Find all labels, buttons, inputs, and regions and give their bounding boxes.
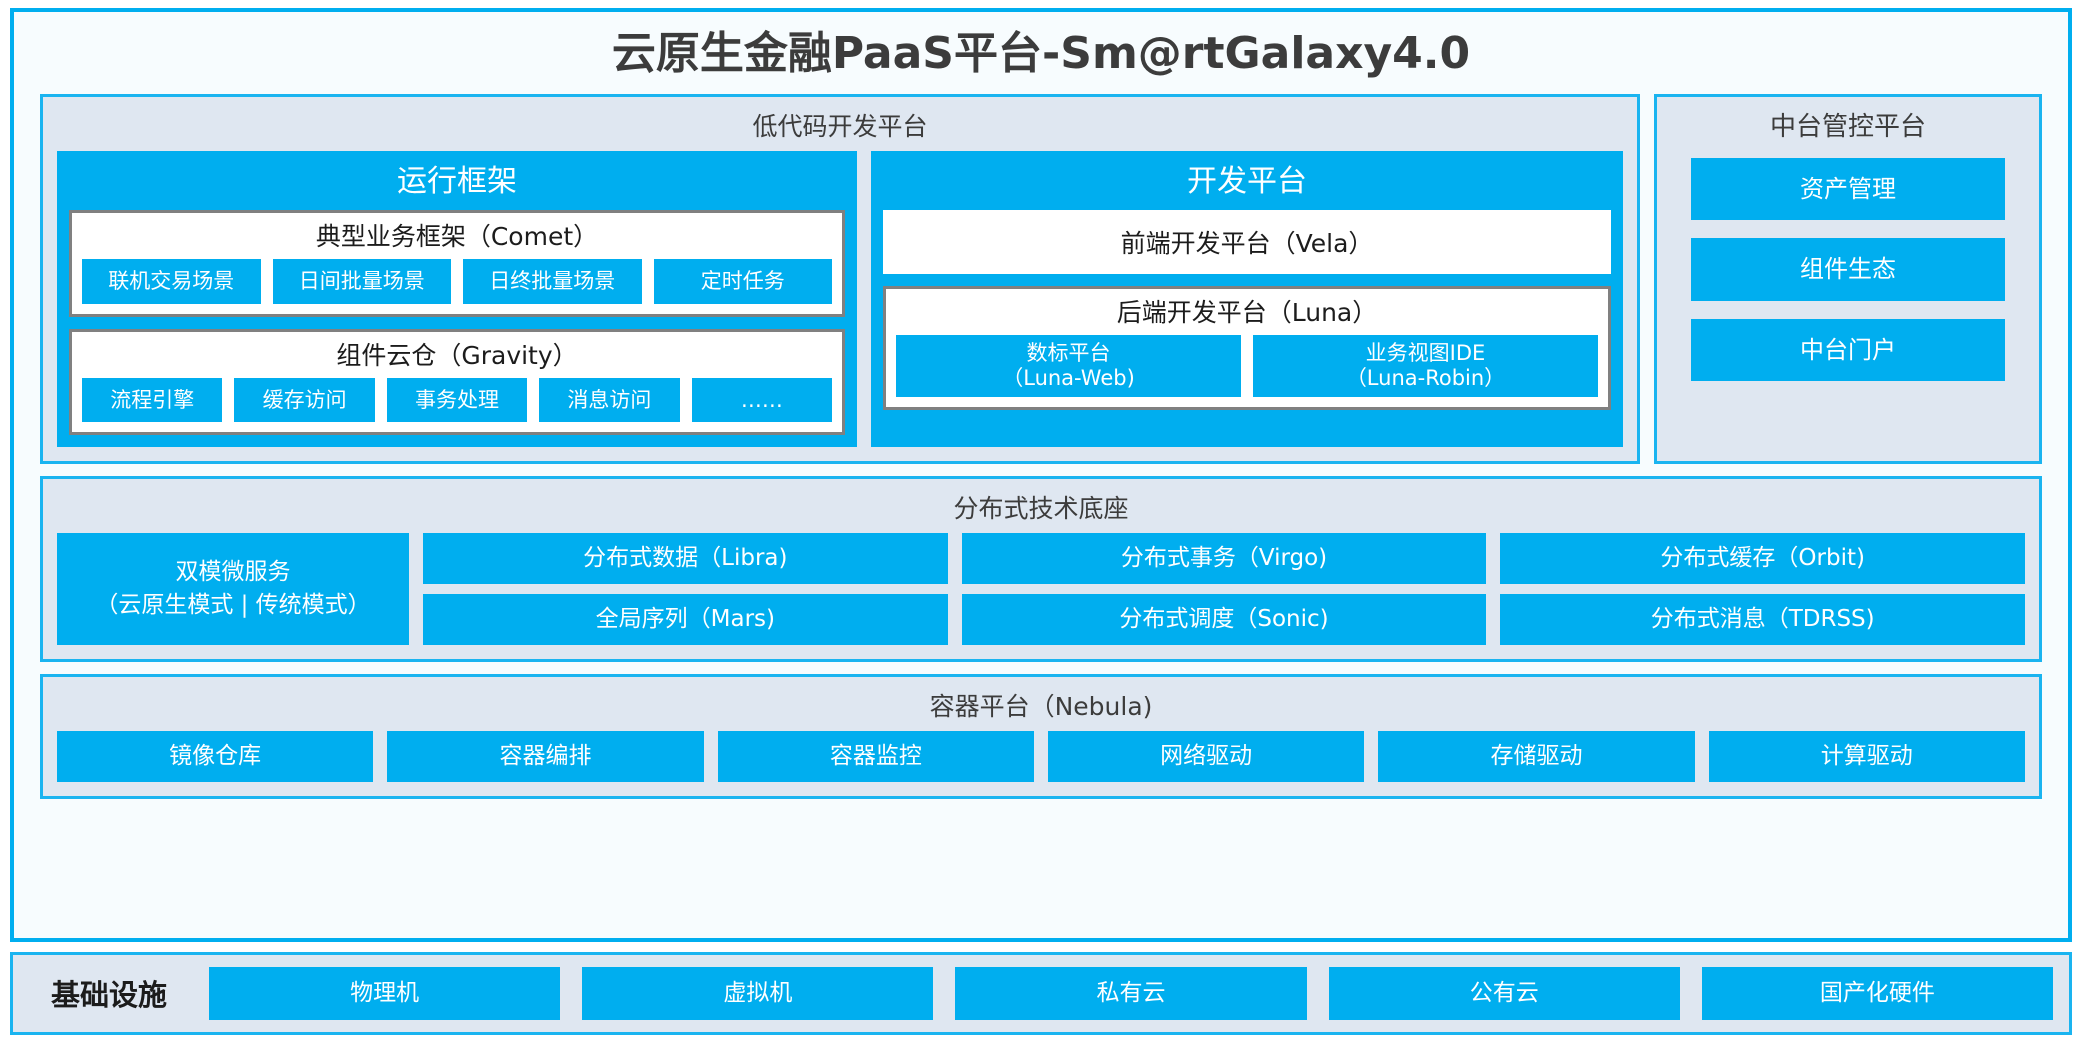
container-platform-row: 镜像仓库 容器编排 容器监控 网络驱动 存储驱动 计算驱动: [57, 730, 2025, 783]
container-platform-panel: 容器平台（Nebula) 镜像仓库 容器编排 容器监控 网络驱动 存储驱动 计算…: [40, 674, 2042, 800]
container-item-storage-driver[interactable]: 存储驱动: [1378, 730, 1695, 783]
gravity-chip-row: 流程引擎 缓存访问 事务处理 消息访问 ……: [82, 378, 833, 423]
frontend-platform-box[interactable]: 前端开发平台（Vela）: [883, 209, 1611, 274]
comet-chip-row: 联机交易场景 日间批量场景 日终批量场景 定时任务: [82, 259, 832, 304]
backend-item-name: 业务视图IDE: [1365, 341, 1486, 366]
container-platform-title: 容器平台（Nebula): [929, 692, 1153, 722]
container-item-monitoring[interactable]: 容器监控: [717, 730, 1034, 783]
backend-chip-row: 数标平台 （Luna-Web) 业务视图IDE （Luna-Robin）: [896, 335, 1598, 397]
lowcode-platform-panel: 低代码开发平台 运行框架 典型业务框架（Comet） 联机交易场景 日间批量场景…: [40, 94, 1640, 465]
mgmt-platform-list: 资产管理 组件生态 中台门户: [1671, 157, 2025, 382]
distributed-foundation-panel: 分布式技术底座 双模微服务 （云原生模式 | 传统模式） 分布式数据（Libra…: [40, 476, 2042, 663]
runtime-framework-title: 运行框架: [397, 163, 517, 199]
runtime-framework-card: 运行框架 典型业务框架（Comet） 联机交易场景 日间批量场景 日终批量场景 …: [57, 150, 857, 448]
distributed-cell-virgo[interactable]: 分布式事务（Virgo): [961, 532, 1487, 584]
mgmt-item-portal[interactable]: 中台门户: [1691, 318, 2005, 382]
gravity-item[interactable]: 事务处理: [386, 378, 528, 423]
comet-item[interactable]: 日间批量场景: [272, 259, 451, 304]
infra-item-public-cloud[interactable]: 公有云: [1328, 966, 1680, 1020]
backend-item-luna-web[interactable]: 数标平台 （Luna-Web): [896, 335, 1241, 397]
distributed-cell-libra[interactable]: 分布式数据（Libra): [423, 532, 948, 584]
distributed-foundation-body: 双模微服务 （云原生模式 | 传统模式） 分布式数据（Libra) 全局序列（M…: [57, 532, 2026, 646]
infrastructure-panel: 基础设施 物理机 虚拟机 私有云 公有云 国产化硬件: [10, 951, 2072, 1035]
container-item-orchestration[interactable]: 容器编排: [387, 730, 704, 783]
container-item-compute-driver[interactable]: 计算驱动: [1708, 730, 2025, 783]
backend-item-code: （Luna-Robin）: [1345, 365, 1506, 390]
backend-platform-title: 后端开发平台（Luna）: [1116, 297, 1378, 327]
main-frame: 云原生金融PaaS平台-Sm@rtGalaxy4.0 低代码开发平台 运行框架 …: [10, 8, 2072, 942]
distributed-column-1: 分布式数据（Libra) 全局序列（Mars): [423, 532, 948, 646]
gravity-item[interactable]: 消息访问: [539, 378, 680, 423]
comet-box: 典型业务框架（Comet） 联机交易场景 日间批量场景 日终批量场景 定时任务: [69, 209, 845, 317]
container-item-registry[interactable]: 镜像仓库: [57, 730, 374, 783]
mgmt-item-component[interactable]: 组件生态: [1691, 238, 2005, 301]
comet-item[interactable]: 日终批量场景: [463, 259, 642, 304]
mgmt-platform-title: 中台管控平台: [1769, 112, 1926, 143]
lowcode-platform-title: 低代码开发平台: [752, 112, 928, 142]
comet-item[interactable]: 定时任务: [653, 259, 832, 304]
distributed-cell-orbit[interactable]: 分布式缓存（Orbit): [1500, 532, 2026, 584]
development-platform-title: 开发平台: [1187, 163, 1307, 199]
backend-platform-box: 后端开发平台（Luna） 数标平台 （Luna-Web) 业务视图IDE （Lu…: [883, 285, 1611, 410]
infra-item-domestic-hardware[interactable]: 国产化硬件: [1701, 966, 2054, 1020]
distributed-column-3: 分布式缓存（Orbit) 分布式消息（TDRSS): [1500, 532, 2026, 646]
infra-item-private-cloud[interactable]: 私有云: [955, 966, 1307, 1020]
container-item-network-driver[interactable]: 网络驱动: [1047, 730, 1365, 783]
gravity-title: 组件云仓（Gravity）: [336, 340, 578, 370]
mgmt-platform-panel: 中台管控平台 资产管理 组件生态 中台门户: [1654, 94, 2042, 465]
top-region: 低代码开发平台 运行框架 典型业务框架（Comet） 联机交易场景 日间批量场景…: [40, 94, 2042, 465]
backend-item-luna-robin[interactable]: 业务视图IDE （Luna-Robin）: [1253, 335, 1598, 397]
microservice-column: 双模微服务 （云原生模式 | 传统模式）: [57, 532, 409, 646]
backend-item-name: 数标平台: [1026, 341, 1111, 366]
microservice-line2: （云原生模式 | 传统模式）: [95, 591, 371, 618]
comet-item[interactable]: 联机交易场景: [82, 259, 261, 304]
gravity-item[interactable]: 流程引擎: [82, 378, 223, 423]
gravity-item[interactable]: 缓存访问: [234, 378, 375, 423]
infrastructure-label: 基础设施: [51, 978, 168, 1013]
distributed-cell-sonic[interactable]: 分布式调度（Sonic): [961, 593, 1487, 646]
distributed-cell-tdrss[interactable]: 分布式消息（TDRSS): [1500, 593, 2026, 646]
infra-item-virtual[interactable]: 虚拟机: [582, 966, 934, 1020]
comet-title: 典型业务框架（Comet）: [315, 221, 599, 251]
infra-item-physical[interactable]: 物理机: [209, 966, 561, 1020]
mgmt-item-asset[interactable]: 资产管理: [1691, 157, 2005, 221]
backend-item-code: （Luna-Web): [1002, 365, 1135, 390]
infrastructure-cells: 物理机 虚拟机 私有云 公有云 国产化硬件: [209, 966, 2054, 1020]
lowcode-platform-body: 运行框架 典型业务框架（Comet） 联机交易场景 日间批量场景 日终批量场景 …: [57, 150, 1623, 448]
page-title: 云原生金融PaaS平台-Sm@rtGalaxy4.0: [611, 28, 1471, 79]
gravity-box: 组件云仓（Gravity） 流程引擎 缓存访问 事务处理 消息访问 ……: [69, 328, 845, 436]
distributed-cell-mars[interactable]: 全局序列（Mars): [423, 593, 948, 646]
development-platform-card: 开发平台 前端开发平台（Vela） 后端开发平台（Luna） 数标平台 （Lun…: [871, 150, 1623, 448]
distributed-column-2: 分布式事务（Virgo) 分布式调度（Sonic): [961, 532, 1487, 646]
distributed-foundation-title: 分布式技术底座: [953, 494, 1129, 524]
gravity-item-more[interactable]: ……: [691, 378, 833, 423]
microservice-cell[interactable]: 双模微服务 （云原生模式 | 传统模式）: [57, 532, 409, 646]
microservice-line1: 双模微服务: [175, 558, 291, 585]
